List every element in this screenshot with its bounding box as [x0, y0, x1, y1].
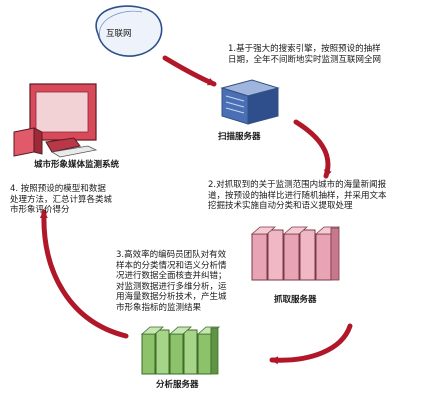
step-2-text: 2.对抓取到的关于监测范围内城市的海量新闻报 道，按预设的抽样比进行随机抽样，并…: [208, 180, 387, 212]
internet-label: 互联网: [106, 29, 132, 39]
step-3-line: 3.高效率的编码员团队对有效: [116, 250, 227, 260]
step-1-line: 1.基于强大的搜索引擎，按照预设的抽样: [228, 44, 381, 54]
step-2-line: 挖掘技术实施自动分类和语义提取处理: [208, 201, 353, 211]
analysis-server-icon: [140, 326, 221, 375]
step-1-line: 日期，全年不间断地实时监测互联网全网: [228, 54, 382, 65]
step-3-line: 市形象指标的监测结果: [116, 302, 202, 313]
step-3-line: 对监测数据进行多维分析，运: [116, 281, 227, 292]
scan-server-label: 扫描服务器: [218, 132, 261, 142]
arrow-scan-to-fetch: [293, 119, 332, 179]
arrow-fetch-to-analysis: [269, 323, 353, 365]
fetch-server-icon: [250, 226, 341, 281]
step-3-line: 用海量数据分析技术，产生城: [116, 292, 227, 302]
step-3-line: 况进行数据全面核查并纠错；: [116, 271, 227, 281]
step-4-line: 处理方法，汇总计算各类城: [10, 194, 113, 205]
step-4-line: 市形象评价得分: [10, 205, 70, 215]
internet-cloud-icon: [95, 5, 163, 57]
monitor-system-label: 城市形象媒体监测系统: [34, 160, 120, 170]
arrow-internet-to-scan: [162, 55, 217, 87]
step-2-line: 道，按预设的抽样比进行随机抽样，并采用文本: [208, 190, 387, 201]
fetch-server-label: 抓取服务器: [274, 295, 317, 305]
scan-server-icon: [220, 79, 280, 125]
analysis-server-label: 分析服务器: [156, 380, 199, 390]
step-3-text: 3.高效率的编码员团队对有效 样本的分类情况和语义分析情 况进行数据全面核查并纠…: [116, 250, 227, 313]
step-4-line: 4. 按照预设的模型和数据: [10, 184, 106, 194]
step-2-line: 2.对抓取到的关于监测范围内城市的海量新闻报: [208, 180, 387, 190]
arrow-analysis-to-monitor: [39, 209, 129, 339]
monitor-computer-icon: [13, 83, 98, 158]
step-4-text: 4. 按照预设的模型和数据 处理方法，汇总计算各类城 市形象评价得分: [10, 184, 112, 216]
step-1-text: 1.基于强大的搜索引擎，按照预设的抽样 日期，全年不间断地实时监测互联网全网: [228, 44, 381, 65]
step-3-line: 样本的分类情况和语义分析情: [116, 260, 227, 271]
